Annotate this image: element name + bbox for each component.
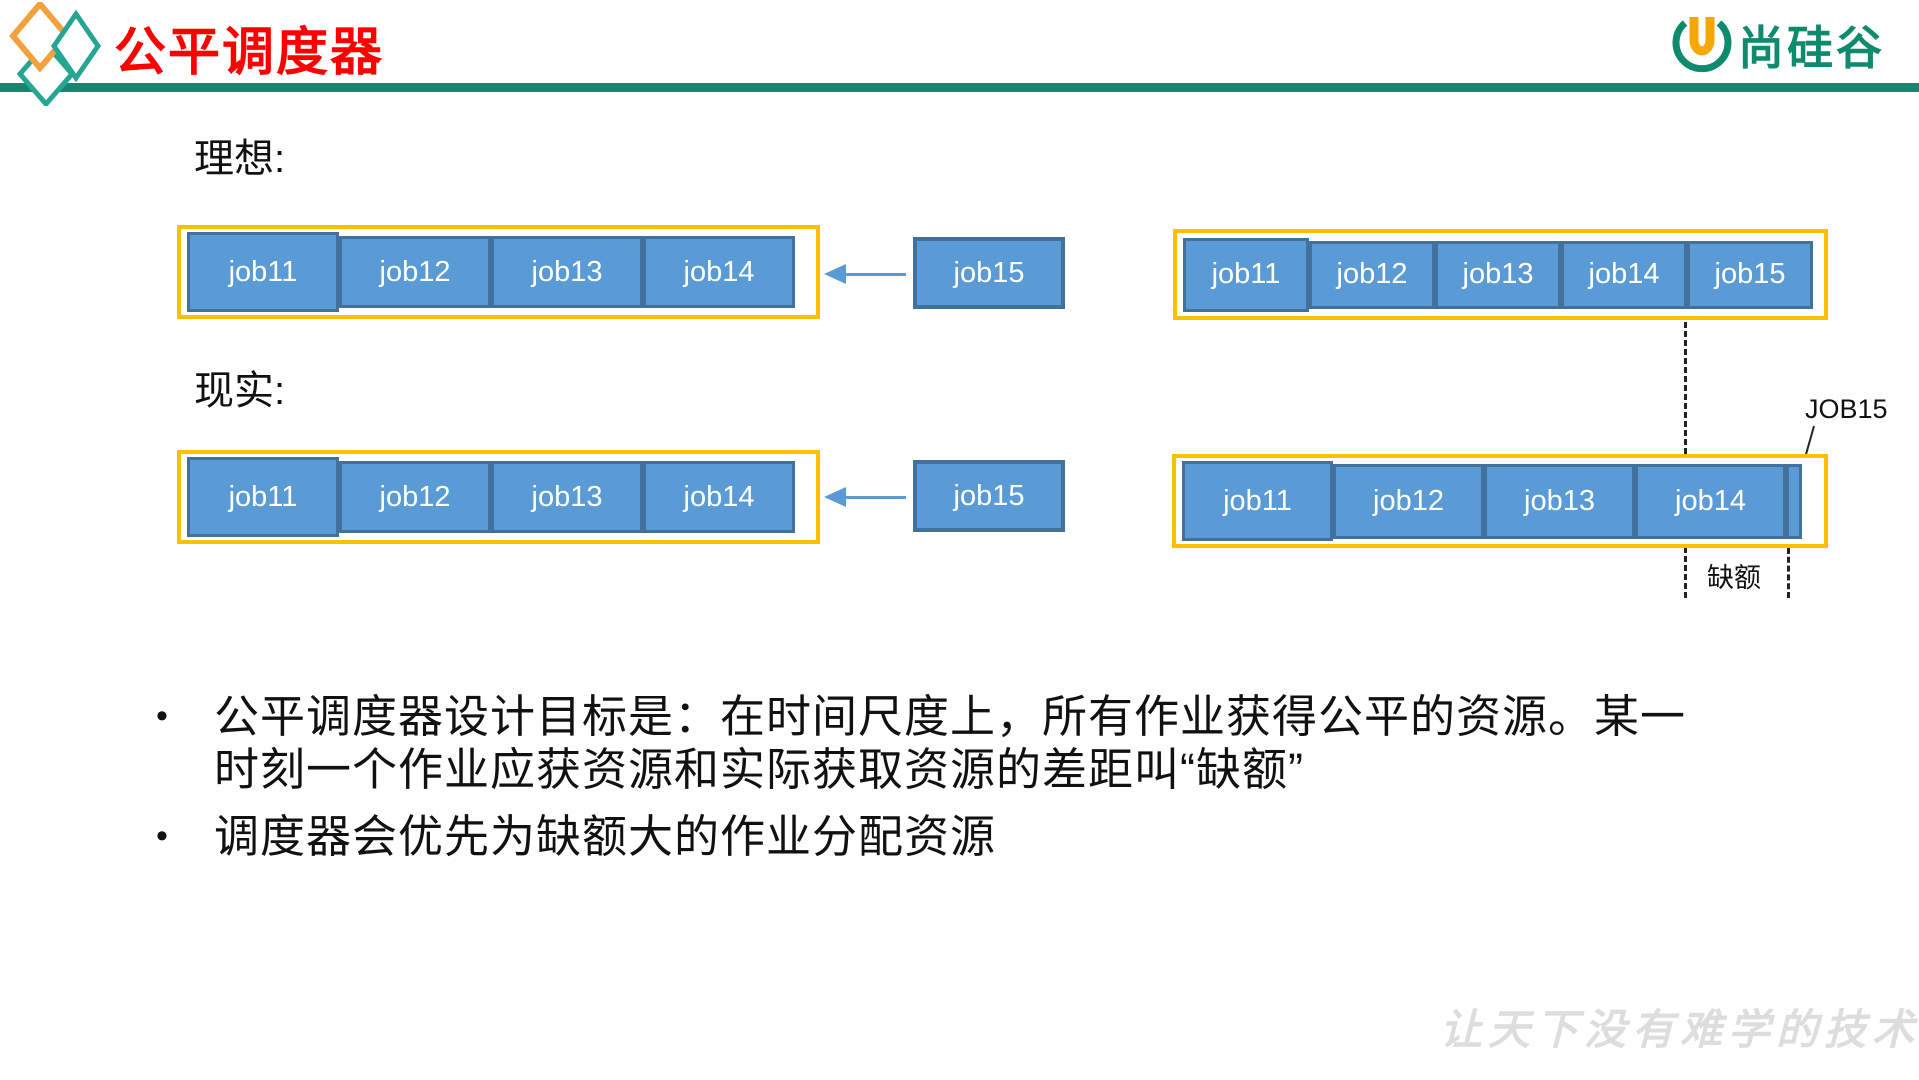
bullet-marker: • (156, 697, 168, 735)
job-box: job11 (187, 232, 339, 312)
job-box: job14 (643, 461, 795, 533)
bullet-list: • 公平调度器设计目标是：在时间尺度上，所有作业获得公平的资源。某一 时刻一个作… (118, 690, 1758, 877)
arrow-line (846, 273, 906, 276)
brand-u-icon (1672, 17, 1732, 73)
job15-sliver-box (1786, 463, 1802, 539)
ideal-result-queue: job11 job12 job13 job14 job15 (1173, 229, 1828, 320)
pending-job-box: job15 (913, 237, 1065, 309)
job-box: job12 (339, 461, 491, 533)
job15-annotation-label: JOB15 (1805, 394, 1888, 424)
bullet-marker: • (156, 817, 168, 855)
page-title: 公平调度器 (114, 24, 385, 82)
reality-running-queue: job11 job12 job13 job14 (177, 450, 820, 544)
job-box: job12 (1333, 463, 1484, 539)
reality-section-label: 现实: (194, 369, 286, 413)
job-box: job13 (1435, 240, 1561, 309)
deficit-right-dashed-line (1787, 548, 1790, 598)
bullet-item: • 调度器会优先为缺额大的作业分配资源 (118, 810, 1758, 863)
job-box: job11 (1182, 461, 1333, 541)
reality-result-queue: job11 job12 job13 job14 (1172, 454, 1828, 548)
job-box: job11 (187, 457, 339, 537)
job-box: job15 (1687, 240, 1813, 309)
bullet-line: 时刻一个作业应获资源和实际获取资源的差距叫“缺额” (214, 744, 1304, 795)
deficit-label: 缺额 (1707, 563, 1761, 593)
ideal-running-queue: job11 job12 job13 job14 (177, 225, 820, 319)
left-arrow-icon (824, 487, 846, 507)
watermark-text: 让天下没有难学的技术 (1440, 1005, 1919, 1054)
bullet-item: • 公平调度器设计目标是：在时间尺度上，所有作业获得公平的资源。某一 时刻一个作… (118, 690, 1758, 796)
job-box: job14 (643, 236, 795, 308)
left-arrow-icon (824, 264, 846, 284)
job-box: job12 (1309, 240, 1435, 309)
header-divider-bar (0, 83, 1919, 92)
pending-job-box: job15 (913, 460, 1065, 532)
brand-logo: 尚硅谷 (1672, 12, 1885, 78)
bullet-text: 调度器会优先为缺额大的作业分配资源 (214, 810, 996, 863)
arrow-line (846, 496, 906, 499)
job-box: job11 (1183, 237, 1309, 312)
brand-logo-text: 尚硅谷 (1738, 22, 1885, 74)
bullet-line: 调度器会优先为缺额大的作业分配资源 (214, 811, 997, 862)
bullet-line: 公平调度器设计目标是：在时间尺度上，所有作业获得公平的资源。某一 (214, 691, 1687, 742)
job-box: job13 (491, 461, 643, 533)
job-box: job14 (1635, 463, 1786, 539)
bullet-text: 公平调度器设计目标是：在时间尺度上，所有作业获得公平的资源。某一 时刻一个作业应… (214, 690, 1686, 796)
diamond-logo-icon (9, 2, 102, 106)
job-box: job14 (1561, 240, 1687, 309)
job-box: job13 (1484, 463, 1635, 539)
job-box: job12 (339, 236, 491, 308)
ideal-section-label: 理想: (194, 137, 286, 181)
job-box: job13 (491, 236, 643, 308)
